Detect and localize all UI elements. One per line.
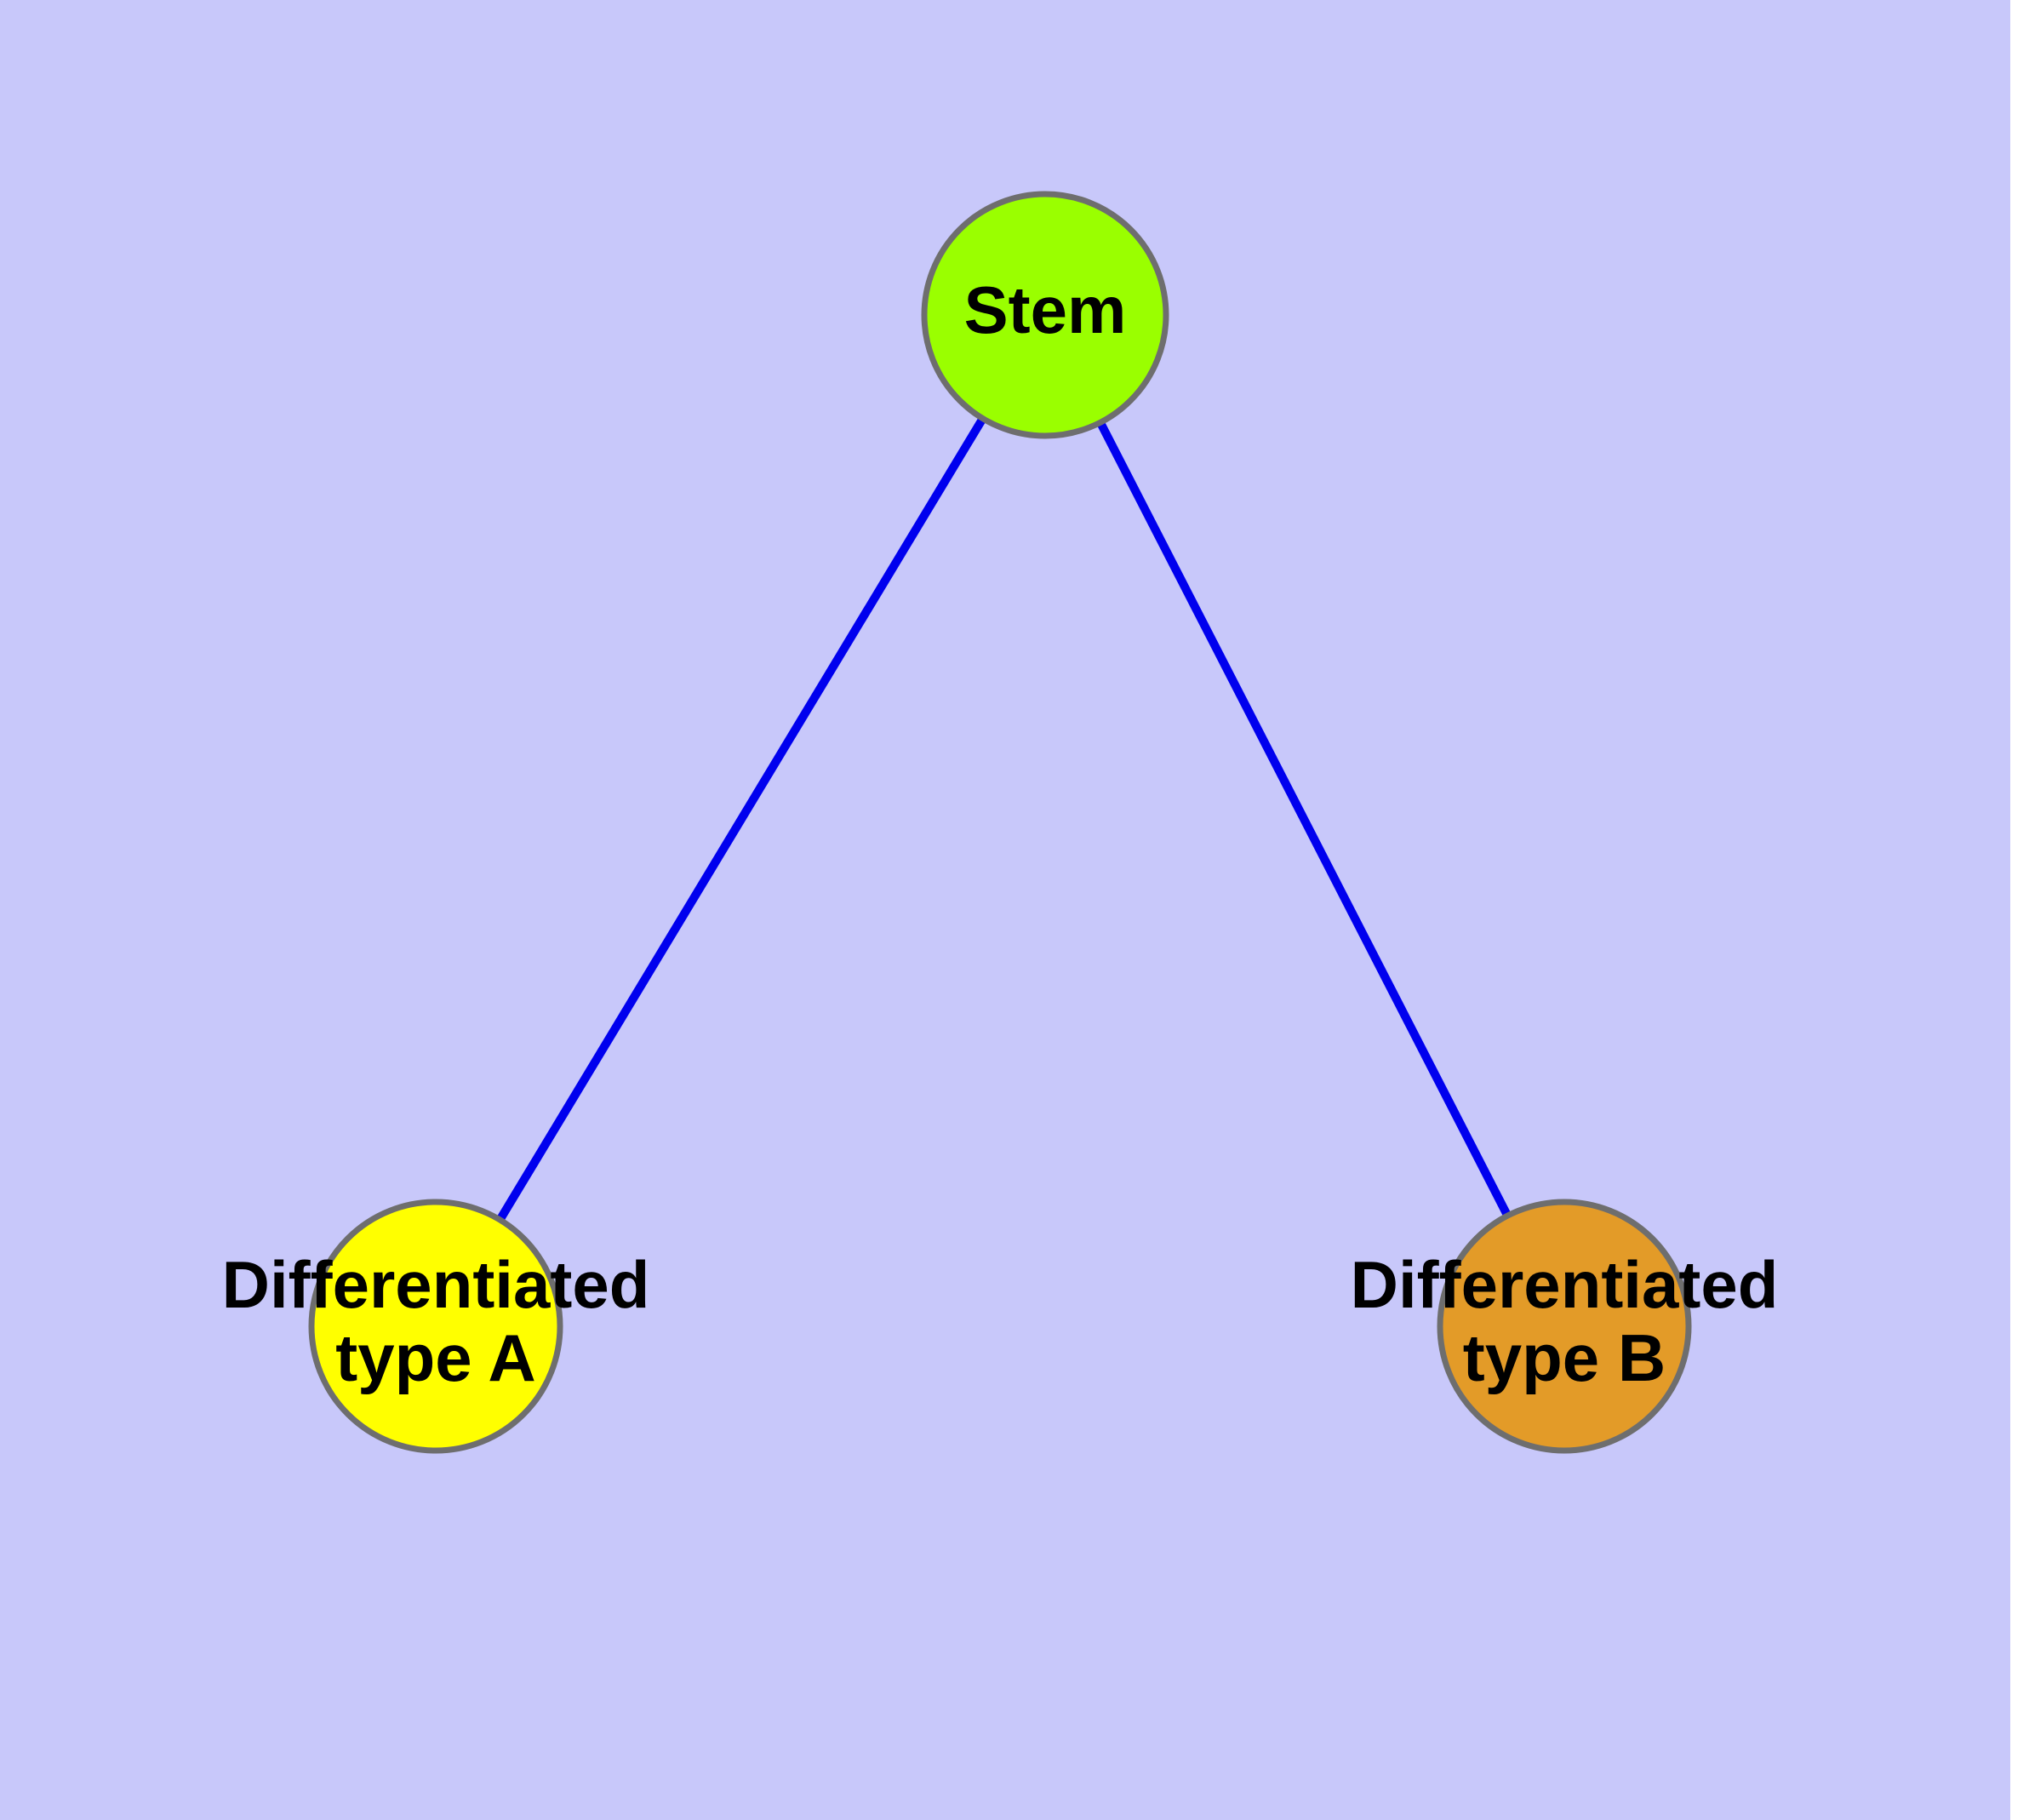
graph-node-label-line: Stem	[964, 272, 1127, 347]
graph-node-label-line: Differentiated	[1351, 1247, 1779, 1322]
graph-node-label-line: type A	[335, 1320, 536, 1395]
graph-node-stem[interactable]	[921, 191, 1169, 439]
graph-node-diff_b[interactable]	[1437, 1199, 1692, 1454]
graph-node-diff_a[interactable]	[308, 1199, 563, 1454]
graph-edge-stem-to-diff_a[interactable]	[432, 312, 1049, 1329]
graph-node-label-stem: Stem	[964, 272, 1127, 347]
nodes-layer	[308, 191, 1692, 1454]
graph-node-label-line: type B	[1463, 1320, 1666, 1395]
edges-layer	[432, 312, 1569, 1329]
graph-node-label-line: Differentiated	[222, 1247, 650, 1322]
graph-edge-stem-to-diff_b[interactable]	[1041, 312, 1569, 1329]
